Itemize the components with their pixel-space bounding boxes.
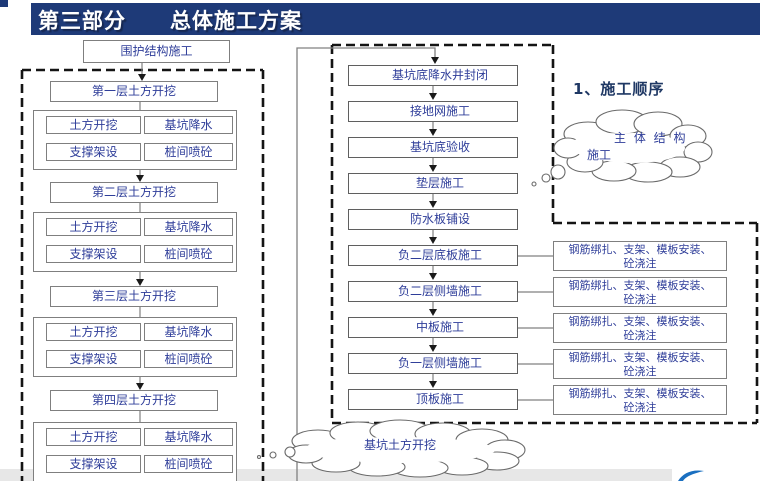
task-box: 基坑降水 (144, 218, 233, 236)
step-box-b1-side-wall: 负一层侧墙施工 (348, 353, 518, 374)
main-structure-cloud-fill (571, 133, 685, 163)
task-box: 桩间喷砼 (144, 143, 233, 161)
annotation-box: 钢筋绑扎、支架、模板安装、砼浇注 (553, 241, 727, 271)
entry-arrowhead (431, 57, 439, 64)
step-box-pit-acceptance: 基坑底验收 (348, 137, 518, 158)
middle-dashed-frame (330, 43, 759, 425)
layer-4-group-box: 土方开挖 基坑降水 支撑架设 桩间喷砼 (33, 422, 237, 481)
entry-connector (296, 47, 436, 481)
task-box: 土方开挖 (46, 218, 141, 236)
main-structure-cloud-text-line1: 主 体 结 构 (614, 131, 688, 145)
step-box-grounding-grid: 接地网施工 (348, 101, 518, 122)
layer-2-group-box: 土方开挖 基坑降水 支撑架设 桩间喷砼 (33, 212, 237, 272)
step-box-middle-slab: 中板施工 (348, 317, 518, 338)
step-arrowheads (429, 93, 437, 388)
main-structure-cloud-trail (531, 164, 566, 187)
step-box-top-slab: 顶板施工 (348, 389, 518, 410)
layer-3-group-box: 土方开挖 基坑降水 支撑架设 桩间喷砼 (33, 317, 237, 377)
slide-title: 第三部分 总体施工方案 (38, 9, 302, 33)
layer-3-title-box: 第三层土方开挖 (50, 286, 218, 307)
step-box-waterproof-board: 防水板铺设 (348, 209, 518, 230)
task-box: 基坑降水 (144, 428, 233, 446)
task-box: 基坑降水 (144, 116, 233, 134)
task-box: 支撑架设 (46, 143, 141, 161)
layer-4-title-box: 第四层土方开挖 (50, 390, 218, 411)
step-box-b2-base-slab: 负二层底板施工 (348, 245, 518, 266)
step-box-well-closure: 基坑底降水井封闭 (348, 65, 518, 86)
annotation-box: 钢筋绑扎、支架、模板安装、砼浇注 (553, 313, 727, 343)
task-box: 土方开挖 (46, 323, 141, 341)
left-connectors (139, 63, 143, 422)
excavation-cloud-text: 基坑土方开挖 (363, 438, 436, 452)
annotation-box: 钢筋绑扎、支架、模板安装、砼浇注 (553, 277, 727, 307)
task-box: 支撑架设 (46, 455, 141, 473)
task-box: 桩间喷砼 (144, 455, 233, 473)
task-box: 桩间喷砼 (144, 245, 233, 263)
excavation-cloud-fill (305, 437, 495, 463)
logo-swoosh (678, 470, 704, 481)
layer-1-title-box: 第一层土方开挖 (50, 81, 218, 102)
task-box: 桩间喷砼 (144, 350, 233, 368)
task-box: 土方开挖 (46, 116, 141, 134)
enclosure-structure-box: 围护结构施工 (83, 40, 230, 63)
left-arrowheads (136, 74, 146, 390)
task-box: 基坑降水 (144, 323, 233, 341)
annotation-connectors (518, 255, 553, 401)
annotation-box: 钢筋绑扎、支架、模板安装、砼浇注 (553, 385, 727, 415)
step-box-b2-side-wall: 负二层侧墙施工 (348, 281, 518, 302)
section-heading: 1、施工顺序 (573, 80, 665, 98)
step-box-cushion-layer: 垫层施工 (348, 173, 518, 194)
excavation-cloud-trail (256, 446, 296, 460)
main-structure-cloud-text-line2: 施工 (587, 148, 612, 162)
task-box: 土方开挖 (46, 428, 141, 446)
corner-fragment (0, 0, 8, 7)
header-bar (31, 3, 760, 35)
layer-2-title-box: 第二层土方开挖 (50, 182, 218, 203)
task-box: 支撑架设 (46, 350, 141, 368)
annotation-box: 钢筋绑扎、支架、模板安装、砼浇注 (553, 349, 727, 379)
task-box: 支撑架设 (46, 245, 141, 263)
layer-1-group-box: 土方开挖 基坑降水 支撑架设 桩间喷砼 (33, 110, 237, 170)
